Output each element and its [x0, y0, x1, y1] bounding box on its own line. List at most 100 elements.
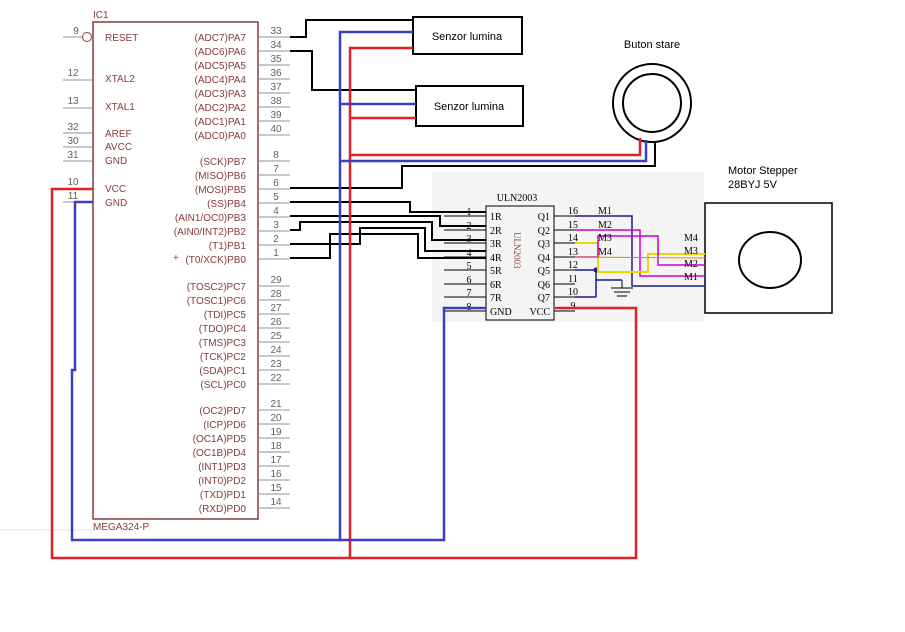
- motor-label-m4: M4: [684, 233, 698, 244]
- mcu-pin-num: 37: [270, 82, 282, 93]
- blue-gnd-wire: [70, 200, 486, 542]
- mcu-pin-num: 34: [270, 40, 282, 51]
- driver-pin-num: 15: [568, 220, 578, 231]
- mcu-pin-name: (INT1)PD3: [198, 462, 246, 473]
- mcu-pin-name: (ADC3)PA3: [195, 89, 247, 100]
- mcu-pin-num: 6: [273, 178, 279, 189]
- mcu-pin-num: 8: [273, 150, 279, 161]
- driver-pin-name: 6R: [490, 280, 502, 291]
- driver-body: [485, 205, 555, 321]
- driver-pin-name: 3R: [490, 239, 502, 250]
- mcu-pin-name: (SDA)PC1: [199, 366, 246, 377]
- mcu-pin-name: (ADC7)PA7: [195, 33, 247, 44]
- mcu-right-pin: 8(SCK)PB7: [200, 150, 290, 168]
- button-label: Buton stare: [624, 39, 680, 51]
- mcu-pin-num: 35: [270, 54, 282, 65]
- motor-label-line2: 28BYJ 5V: [728, 179, 778, 191]
- driver-pin-name: GND: [490, 307, 512, 318]
- mcu-right-pin: 14(RXD)PD0: [199, 497, 290, 515]
- light-sensor-1-label: Senzor lumina: [432, 31, 503, 43]
- mcu-pin-num: 4: [273, 206, 279, 217]
- driver-pin-name: 7R: [490, 293, 502, 304]
- driver-pin-name: Q6: [538, 280, 550, 291]
- mcu-pin-name: (TDO)PC4: [199, 324, 247, 335]
- mcu-pin-name: (TDI)PC5: [204, 310, 247, 321]
- mcu-part-name: MEGA324-P: [93, 522, 149, 533]
- mcu-pin-name: AREF: [105, 129, 132, 140]
- driver-pin-name: 4R: [490, 253, 502, 264]
- motor-label-line1: Motor Stepper: [728, 165, 798, 177]
- mcu-right-pin: 34(ADC6)PA6: [195, 40, 290, 58]
- mcu-pin-num: 12: [67, 68, 79, 79]
- mcu-right-pin: 28(TOSC1)PC6: [187, 289, 290, 307]
- mcu-pin-name: XTAL1: [105, 102, 135, 113]
- mcu-right-pin: 7 (MISO)PB6: [195, 164, 290, 182]
- driver-pin-num: 11: [568, 274, 578, 285]
- driver-pin-num: 12: [568, 260, 578, 271]
- red-vcc-wire: [50, 187, 638, 560]
- push-button-inner: [622, 73, 682, 133]
- mcu-right-pin: 21(OC2)PD7: [199, 399, 290, 417]
- mcu-pin-num: 22: [270, 373, 282, 384]
- mcu-pin-num: 7: [273, 164, 279, 175]
- mcu-pin-name: (ADC0)PA0: [195, 131, 247, 142]
- mcu-right-pin: 16(INT0)PD2: [198, 469, 290, 487]
- mcu-right-pin: 36(ADC4)PA4: [195, 68, 290, 86]
- mcu-left-pin-6: 31 GND: [63, 150, 127, 167]
- driver-title: ULN2003: [497, 193, 538, 204]
- driver-pin-num: 9: [571, 301, 576, 312]
- mcu-pin-num: 20: [270, 413, 282, 424]
- mcu-pin-num: 29: [270, 275, 282, 286]
- red-sensor-vcc: [348, 46, 642, 558]
- mcu-left-pin-2: 12 XTAL2: [63, 68, 135, 85]
- mcu-pin-num: 30: [67, 136, 79, 147]
- driver-pin-name: 2R: [490, 226, 502, 237]
- motor-label-m2: M2: [684, 259, 698, 270]
- mcu-pin-name: (T0/XCK)PB0: [185, 255, 246, 266]
- mcu-left-pin-1: 9 RESET: [63, 26, 138, 44]
- mcu-right-pin: 22(SCL)PC0: [200, 373, 290, 391]
- mcu-pin-num: 19: [270, 427, 282, 438]
- mcu-pin-name: (ADC4)PA4: [195, 75, 247, 86]
- mcu-pin-num: 32: [67, 122, 79, 133]
- mcu-pin-name: (AIN0/INT2)PB2: [174, 227, 247, 238]
- mcu-right-pin: 3(AIN0/INT2)PB2: [174, 220, 290, 238]
- mcu-right-pin: 39(ADC1)PA1: [195, 110, 290, 128]
- driver-pin-name: 1R: [490, 212, 502, 223]
- driver-pin-num: 13: [568, 247, 578, 258]
- driver-pin-name: Q5: [538, 266, 550, 277]
- mcu-pin-name: (MISO)PB6: [195, 171, 247, 182]
- wire-pb0-uln: [290, 233, 486, 259]
- light-sensor-2-label: Senzor lumina: [434, 101, 505, 113]
- motor-wire-m4: [574, 235, 706, 266]
- mcu-pin-name: (ADC5)PA5: [195, 61, 247, 72]
- mcu-right-pin: 19 (OC1A)PD5: [193, 427, 290, 445]
- mcu-pin-name: (OC1A)PD5: [193, 434, 247, 445]
- mcu-pin-num: 13: [67, 96, 79, 107]
- mcu-pin-name: (T1)PB1: [209, 241, 247, 252]
- mcu-right-pin: 23(SDA)PC1: [199, 359, 290, 377]
- mcu-right-pin: 6(MOSI)PB5: [195, 178, 290, 196]
- mcu-right-pins: 33(ADC7)PA734(ADC6)PA635(ADC5)PA536(ADC4…: [174, 26, 290, 515]
- mcu-right-pin: 25(TMS)PC3: [199, 331, 290, 349]
- driver-rotated-label: ULN2003: [512, 232, 522, 269]
- mcu-right-pin: 27(TDI)PC5: [204, 303, 290, 321]
- driver-pin-num: 4: [467, 248, 472, 259]
- driver-pin-num: 10: [568, 287, 578, 298]
- out-label-m4: M4: [598, 247, 612, 258]
- mcu-pin-name: (ADC1)PA1: [195, 117, 247, 128]
- mcu-right-pin: 35 (ADC5)PA5: [195, 54, 290, 72]
- driver-pin-num: 16: [568, 206, 578, 217]
- mcu-pin-name: (TOSC1)PC6: [187, 296, 247, 307]
- mcu-body: [92, 21, 259, 520]
- mcu-pin-num: 15: [270, 483, 282, 494]
- wire-pb3-uln: [290, 215, 486, 227]
